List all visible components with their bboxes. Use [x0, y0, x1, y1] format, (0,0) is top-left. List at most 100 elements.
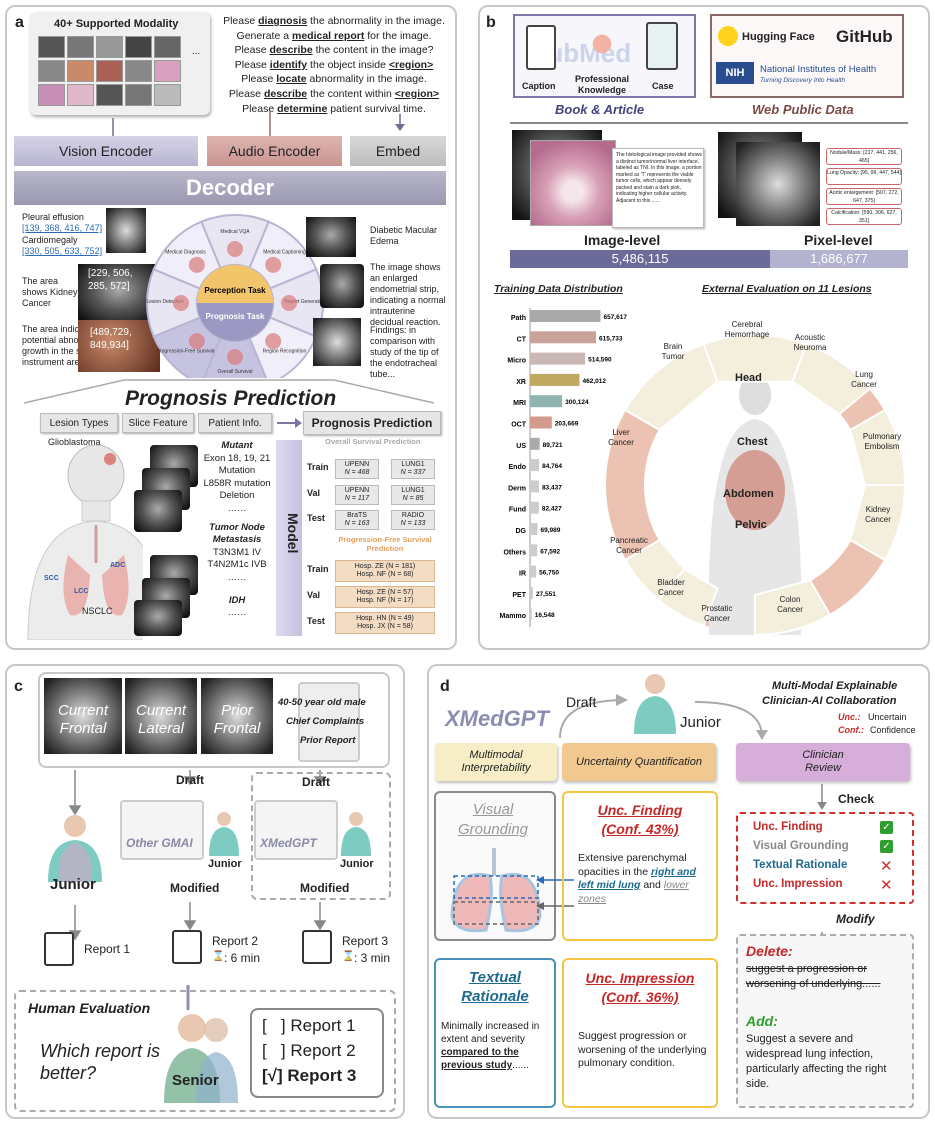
prompt-post: the content in the image? [312, 44, 434, 57]
pixel-annotation: Aortic enlargement: [507, 272, 647, 375] [826, 188, 902, 205]
prognosis-arrow [277, 418, 302, 428]
wheel-icon [281, 295, 297, 311]
panel-b-label: b [486, 14, 496, 31]
finding-body: Extensive parenchymal opacities in the [578, 852, 687, 878]
case-icon [646, 22, 678, 70]
option-report3[interactable]: [√] Report 3 [262, 1066, 357, 1085]
prompt-line: Please diagnosis the abnormality in the … [214, 14, 454, 29]
chart-bar [530, 373, 580, 386]
junior-label-3: Junior [340, 858, 374, 870]
prompt-list: Please diagnosis the abnormality in the … [214, 14, 454, 116]
chart-bar [530, 437, 540, 450]
wheel-label: Progression-Free Survival [157, 348, 215, 354]
junior-label-1: Junior [50, 876, 96, 893]
other-gmai-laptop [120, 800, 204, 860]
conf-key: Conf.: [838, 725, 864, 735]
hourglass-icon-2: ⌛ [342, 951, 355, 962]
report2-time: : 6 min [224, 951, 261, 965]
prompt-region-tag: <region> [388, 58, 434, 71]
prompt-key: describe [263, 87, 308, 100]
collab-title-1: Multi-Modal Explainable [772, 680, 898, 692]
wheel-label: Report Generation [284, 299, 325, 305]
chart-category-label: Path [511, 315, 526, 322]
report1-label: Report 1 [84, 942, 131, 956]
pfs-cell: Hosp. ZE (N = 57) [335, 586, 435, 608]
modality-tile [125, 36, 152, 58]
check-ok-icon: ✓ [880, 840, 893, 853]
lesion-label: Prostatic Cancer [701, 604, 733, 623]
wheel-label: Region Recognition [263, 348, 307, 354]
prognosis-title: Prognosis Prediction [125, 387, 337, 410]
tnm-title: Tumor Node Metastasis [209, 521, 265, 546]
pixel-annotation: Nodule/Mass: [217, 441, 256, 465] [826, 148, 902, 165]
os-n: N = 117 [344, 495, 370, 502]
idh-line-0: …… [227, 607, 247, 619]
pixel-annotation: Calcification: [590, 306, 627, 351] [826, 208, 902, 225]
chart-category-label: Mammo [500, 613, 526, 620]
junior-icon-3 [341, 812, 371, 856]
chart-bar [530, 608, 532, 621]
modality-tile [154, 84, 181, 106]
prompt-key: identify [269, 58, 308, 71]
check-item: Unc. Finding [753, 821, 823, 833]
mutant-line-3: Deletion [219, 490, 255, 502]
prompt-region-tag: <region> [394, 87, 440, 100]
image-level-bar [510, 250, 770, 268]
prompt-key: locate [276, 73, 307, 86]
current-lateral-image [125, 678, 197, 754]
kidney-ct-thumb [78, 264, 160, 322]
option-report2[interactable]: [ ] Report 2 [262, 1041, 356, 1060]
embed: Embed [350, 136, 446, 166]
histology-text-card [612, 148, 704, 228]
chart-bar [530, 416, 552, 429]
nih-sub: Turning Discovery Into Health [760, 77, 846, 84]
modality-tile [67, 36, 94, 58]
endometrial-text: The image shows an enlarged endometrial … [370, 262, 446, 327]
mm-interp-text: Multimodal Interpretability [461, 749, 531, 774]
chart-value-label: 27,551 [536, 591, 556, 598]
option-report1[interactable]: [ ] Report 1 [262, 1016, 356, 1035]
conf-val: Confidence [870, 725, 916, 735]
rationale-body: Minimally increased in extent and severi… [441, 1021, 540, 1045]
perception-hub [197, 265, 273, 303]
lungs-icon [450, 848, 542, 933]
collab-title-2: Clinician-AI Collaboration [762, 695, 897, 707]
mutant-line-2: L858R mutation [203, 477, 271, 489]
chart-value-label: 462,012 [583, 378, 607, 385]
junior-icon-2 [209, 812, 239, 856]
modality-tile [96, 36, 123, 58]
prompt-line: Please describe the content within <regi… [214, 87, 454, 102]
rationale-end: ...... [512, 1060, 529, 1071]
pixel-level-xray [736, 142, 820, 226]
idh-title: IDH [228, 594, 246, 606]
os-row-label: Train [307, 462, 329, 472]
report2-icon [172, 930, 202, 964]
visual-grounding-title: Visual Grounding [457, 801, 529, 838]
panel-d-label: d [440, 678, 450, 695]
lesion-ring [606, 334, 907, 637]
os-row-label: Val [307, 488, 321, 498]
wheel-icon [227, 241, 243, 257]
chart-category-label: XR [516, 379, 526, 386]
chart-category-label: Others [503, 549, 526, 556]
impression-text: Suggest progression or worsening of the … [578, 1030, 707, 1069]
rationale-highlight: compared to the previous study [441, 1047, 519, 1071]
cardio-box: [330, 505, 633, 752] [22, 246, 103, 256]
prompt-pre: Please [223, 15, 259, 27]
modality-ellipsis: ... [192, 46, 201, 57]
patient-age: 40-50 year old male [278, 697, 366, 708]
wheel-icon [265, 333, 282, 350]
book-article-title: Book & Article [555, 102, 645, 117]
report3-label: Report 3 [342, 934, 389, 948]
os-title: Overall Survival Prediction [325, 437, 421, 446]
dme-text: Diabetic Macular Edema [370, 225, 438, 246]
chart-value-label: 514,590 [588, 357, 612, 364]
endoscopy-thumb [78, 320, 160, 372]
chart-bar [530, 352, 586, 365]
ct-slice-3 [134, 600, 182, 636]
prompt-pre: Please [234, 58, 270, 71]
abnormal-box-text: [489,729,849,934] [90, 326, 132, 352]
pleural-label: Pleural effusion [22, 212, 84, 222]
options-box [250, 1008, 384, 1098]
draft-arc [559, 694, 768, 740]
